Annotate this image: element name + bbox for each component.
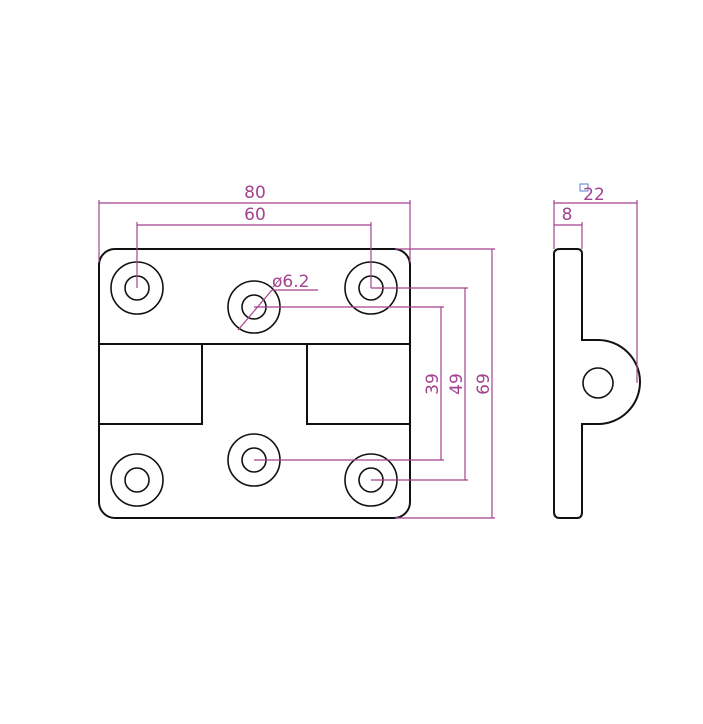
hole-bottom-left [110,453,164,507]
knuckle-outline [99,343,410,425]
dim-label-22: 22 [583,185,605,205]
front-view [98,248,411,519]
side-profile-outline [553,248,641,519]
dimension-plate-thickness: 8 [554,205,583,249]
dimension-outer-hole-spacing: 60 [136,205,372,288]
dim-label-60: 60 [244,205,266,225]
dim-label-69: 69 [474,373,494,395]
dimension-hole-diameter: ø6.2 [237,272,318,331]
pin-hole [582,367,614,399]
dim-label-diameter: ø6.2 [272,272,309,292]
dim-label-80: 80 [244,183,266,203]
selection-marker [579,183,589,192]
dimension-side-total-depth: 22 [553,183,638,383]
dimension-center-hole-spacing: 39 [254,306,444,461]
dim-label-8: 8 [562,205,573,225]
side-view [553,248,641,519]
dimension-overall-height: 69 [395,248,495,519]
dimension-corner-hole-spacing: 49 [371,287,468,481]
hinge-plate-outline [98,248,411,519]
dimension-overall-width: 80 [98,183,411,262]
dim-label-49: 49 [447,373,467,395]
dim-label-39: 39 [423,373,443,395]
